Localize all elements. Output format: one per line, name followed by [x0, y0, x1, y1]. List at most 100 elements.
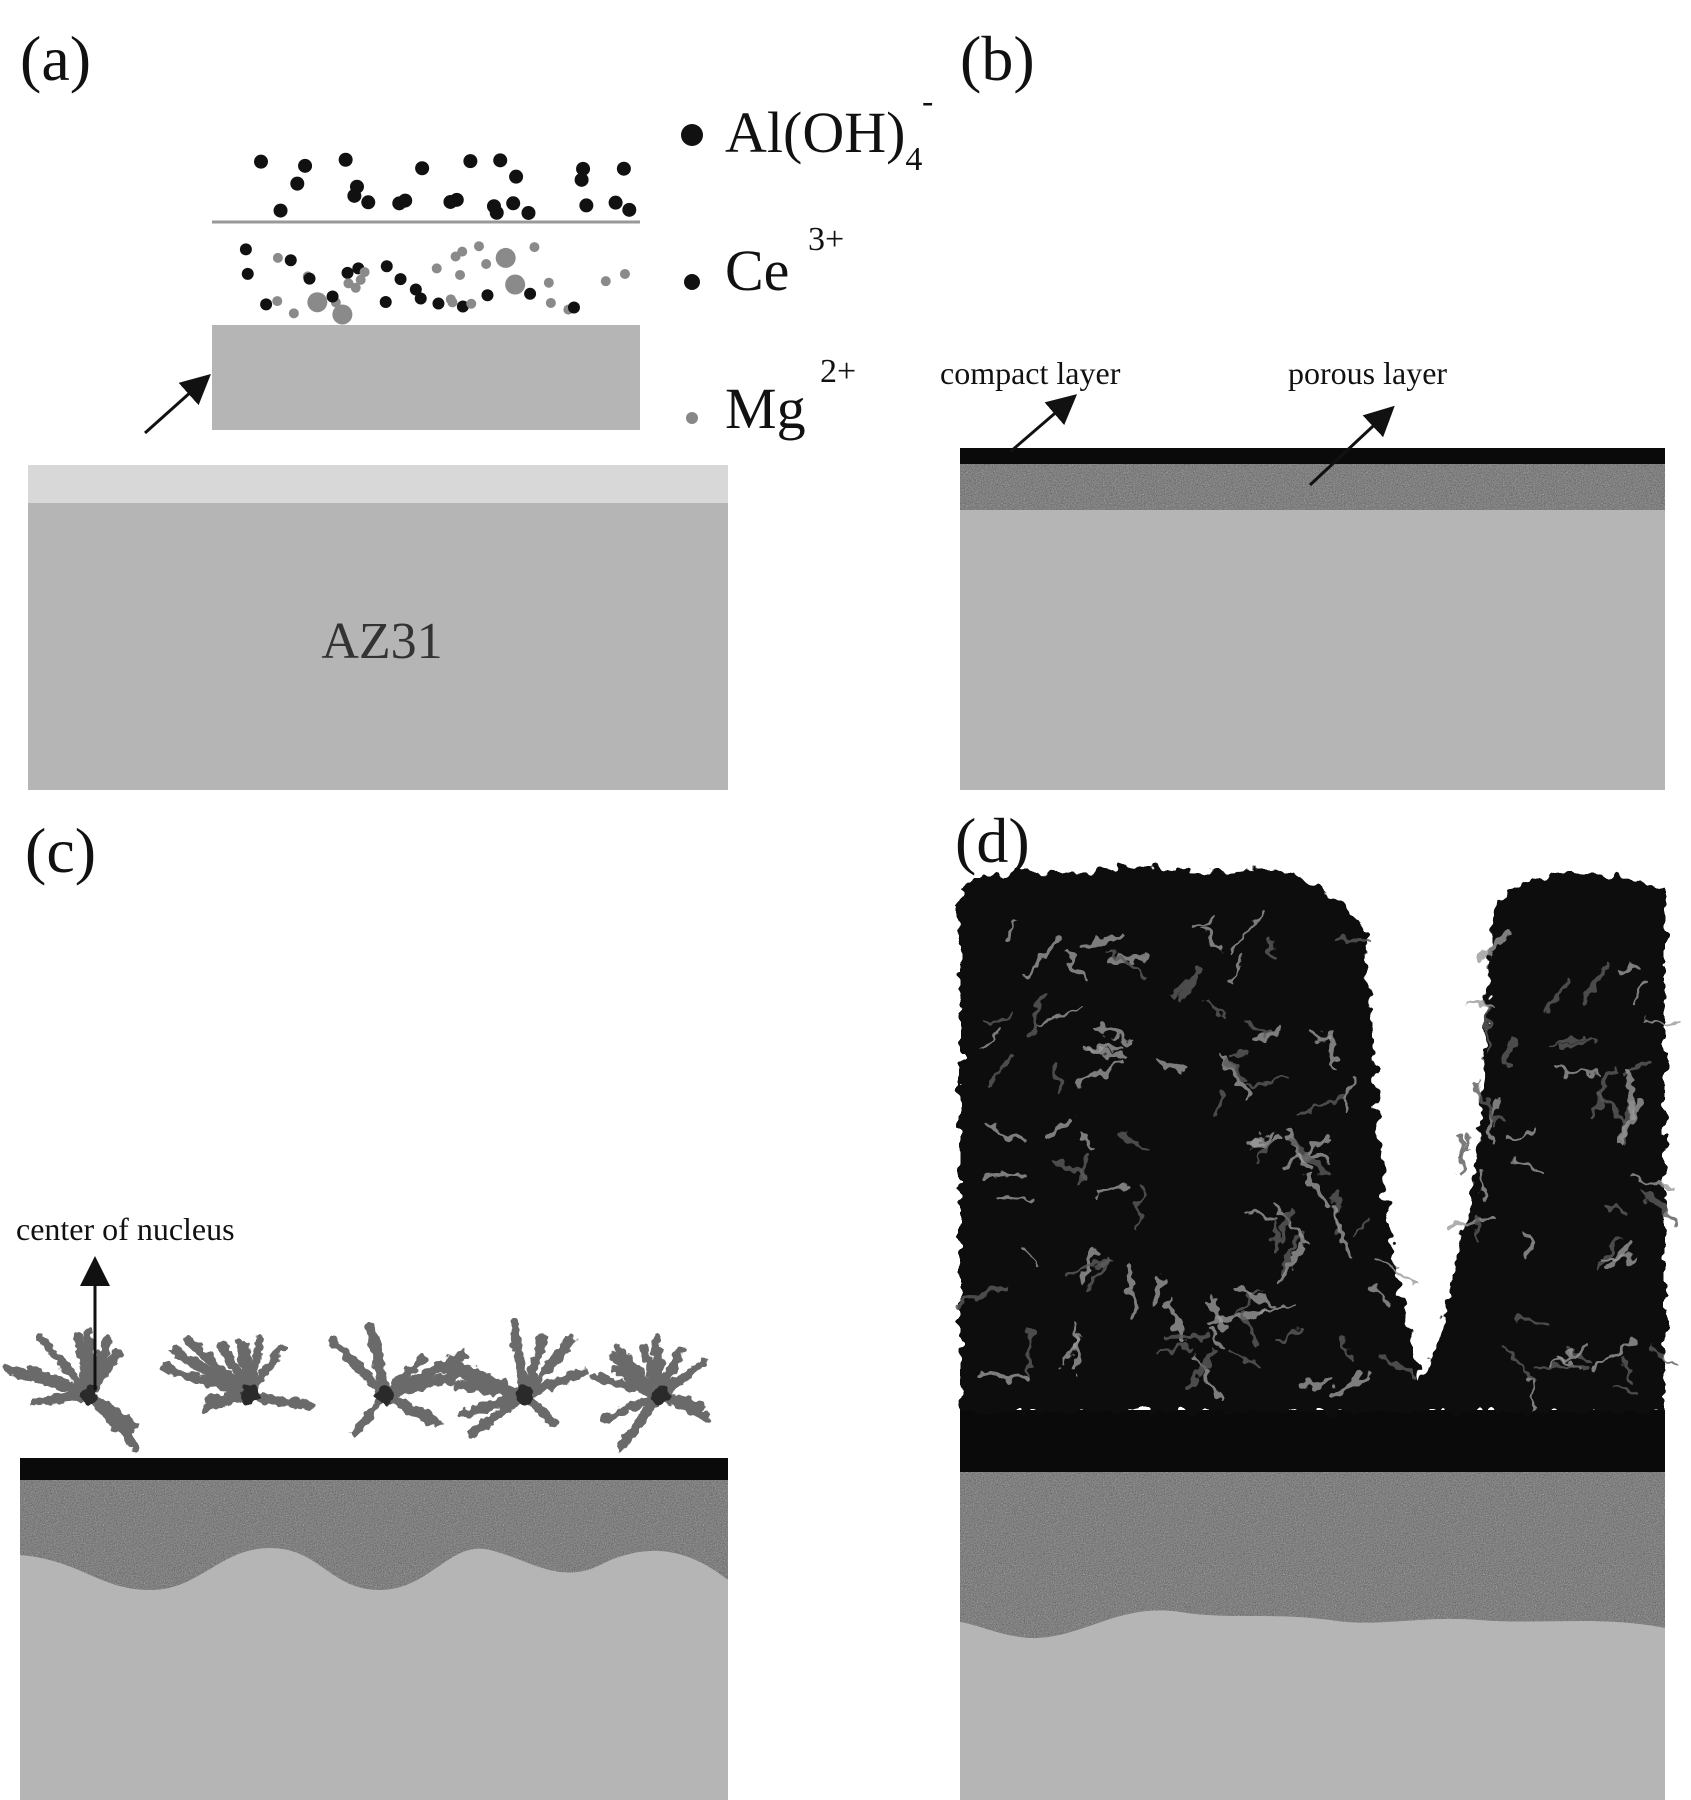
- crystal-needle: [328, 1335, 390, 1400]
- crystal-streak: [979, 1369, 1032, 1384]
- ion-dot: [473, 241, 484, 252]
- nucleus-core: [651, 1386, 669, 1404]
- nucleus-core: [376, 1386, 394, 1404]
- crystal-streak: [1504, 1035, 1516, 1064]
- panel-b-label: (b): [960, 23, 1035, 94]
- crystal-streak: [1511, 1158, 1548, 1175]
- porous-layer-arrow: [1308, 405, 1395, 487]
- nucleus-core: [516, 1386, 534, 1404]
- crystal-streak: [1028, 990, 1045, 1040]
- crystal-streak: [1612, 1385, 1639, 1394]
- legend-dot-ce: [684, 274, 700, 290]
- crystal-streak: [1617, 963, 1645, 975]
- ion-dot: [359, 267, 370, 278]
- crystal-streak: [1184, 1348, 1218, 1393]
- crystal-streak: [984, 1122, 1027, 1144]
- crystal-streak: [1546, 976, 1572, 1014]
- crystal-streak: [1625, 1065, 1635, 1116]
- panel-d: (d): [955, 805, 1679, 1800]
- crystal-streak: [1044, 1114, 1075, 1142]
- compact-layer-arrow: [1009, 394, 1078, 454]
- ion-dot: [303, 272, 316, 285]
- ion-dot: [543, 277, 554, 288]
- crystal-streak: [1615, 1097, 1643, 1148]
- crystal-streak: [1596, 1238, 1622, 1269]
- crystal-streak: [1556, 1068, 1604, 1078]
- crystal-needle: [520, 1367, 589, 1400]
- crystal-streak: [1644, 1017, 1678, 1026]
- ion-dot: [431, 263, 442, 274]
- ion-dot: [521, 205, 536, 220]
- ion-dot: [298, 158, 313, 173]
- nuclei-crystals: [1, 1319, 710, 1451]
- ion-dot: [361, 195, 376, 210]
- crystal-streak: [1277, 1327, 1302, 1344]
- substrate-label: AZ31: [321, 613, 442, 670]
- ion-dot: [466, 298, 477, 309]
- crystal-streak: [1228, 1050, 1251, 1056]
- crystal-streak: [1024, 935, 1062, 978]
- ion-dot: [506, 196, 521, 211]
- crystal-streak: [1063, 950, 1085, 981]
- crystal-streak: [1631, 977, 1648, 1003]
- ion-dot: [326, 290, 339, 303]
- substrate-a: [28, 465, 728, 790]
- crystal-streak: [1052, 1065, 1063, 1093]
- crystal-streak: [1241, 1309, 1260, 1349]
- crystal-streak: [1247, 1020, 1267, 1036]
- crystal-streak: [1208, 1298, 1226, 1331]
- ion-dot: [600, 276, 611, 287]
- crystal-needle: [31, 1390, 95, 1406]
- crystal-streak: [1597, 1091, 1628, 1125]
- legend-item-aloh4: Al(OH)4 -: [681, 83, 933, 178]
- crystal-streak: [1587, 1339, 1635, 1370]
- crystal-streak: [1304, 1172, 1333, 1209]
- crystal-streak: [1052, 1155, 1087, 1179]
- crystal-streak: [1487, 1097, 1500, 1144]
- crystal-streak: [1245, 1077, 1291, 1087]
- crystal-streak: [1604, 1203, 1628, 1217]
- ion-dot: [307, 292, 328, 313]
- legend-item-mg: Mg 2+: [686, 353, 856, 441]
- crystal-streak: [1081, 1046, 1129, 1060]
- crystal-streak: [1273, 1216, 1278, 1251]
- crystal-streak: [1578, 965, 1611, 1006]
- substrate-b: [960, 508, 1665, 790]
- crystal-streak: [1619, 1352, 1636, 1382]
- crystal-streak: [1534, 1365, 1585, 1371]
- crystal-needle: [245, 1390, 315, 1410]
- crystal-streak: [1081, 930, 1128, 949]
- ion-dot: [481, 258, 492, 269]
- crystal-streak: [1213, 1089, 1224, 1119]
- ion-dot: [493, 153, 508, 168]
- ion-dot: [290, 176, 305, 191]
- ion-dot: [432, 297, 445, 310]
- compact-layer-c: [20, 1458, 728, 1480]
- crystal-needle: [509, 1319, 530, 1400]
- legend-label-ce: Ce: [725, 238, 789, 303]
- crystal-streak: [1277, 1241, 1306, 1282]
- crystal-streak: [1377, 1257, 1417, 1287]
- ion-dot: [616, 161, 631, 176]
- ion-dot: [272, 252, 283, 263]
- cluster-body: [960, 866, 1665, 1412]
- ion-dot: [343, 278, 354, 289]
- crystal-streak: [1469, 1001, 1495, 1008]
- ion-dot: [450, 251, 461, 262]
- ion-dot: [241, 267, 254, 280]
- crystal-streak: [1558, 1036, 1596, 1051]
- crystal-streak: [983, 1173, 1029, 1179]
- ion-dot: [489, 205, 504, 220]
- crystal-streak: [1077, 1152, 1089, 1188]
- crystal-streak: [1192, 1353, 1224, 1402]
- ion-dot: [495, 247, 516, 268]
- ion-dot: [380, 260, 393, 273]
- crystal-streak: [1078, 1059, 1124, 1085]
- ion-dot: [260, 298, 273, 311]
- crystal-streak: [1080, 1130, 1096, 1151]
- crystal-streak: [1297, 1380, 1330, 1388]
- crystal-streak: [1450, 1216, 1496, 1228]
- porous-layer-d: [960, 1470, 1665, 1639]
- panel-c-label: (c): [25, 815, 96, 886]
